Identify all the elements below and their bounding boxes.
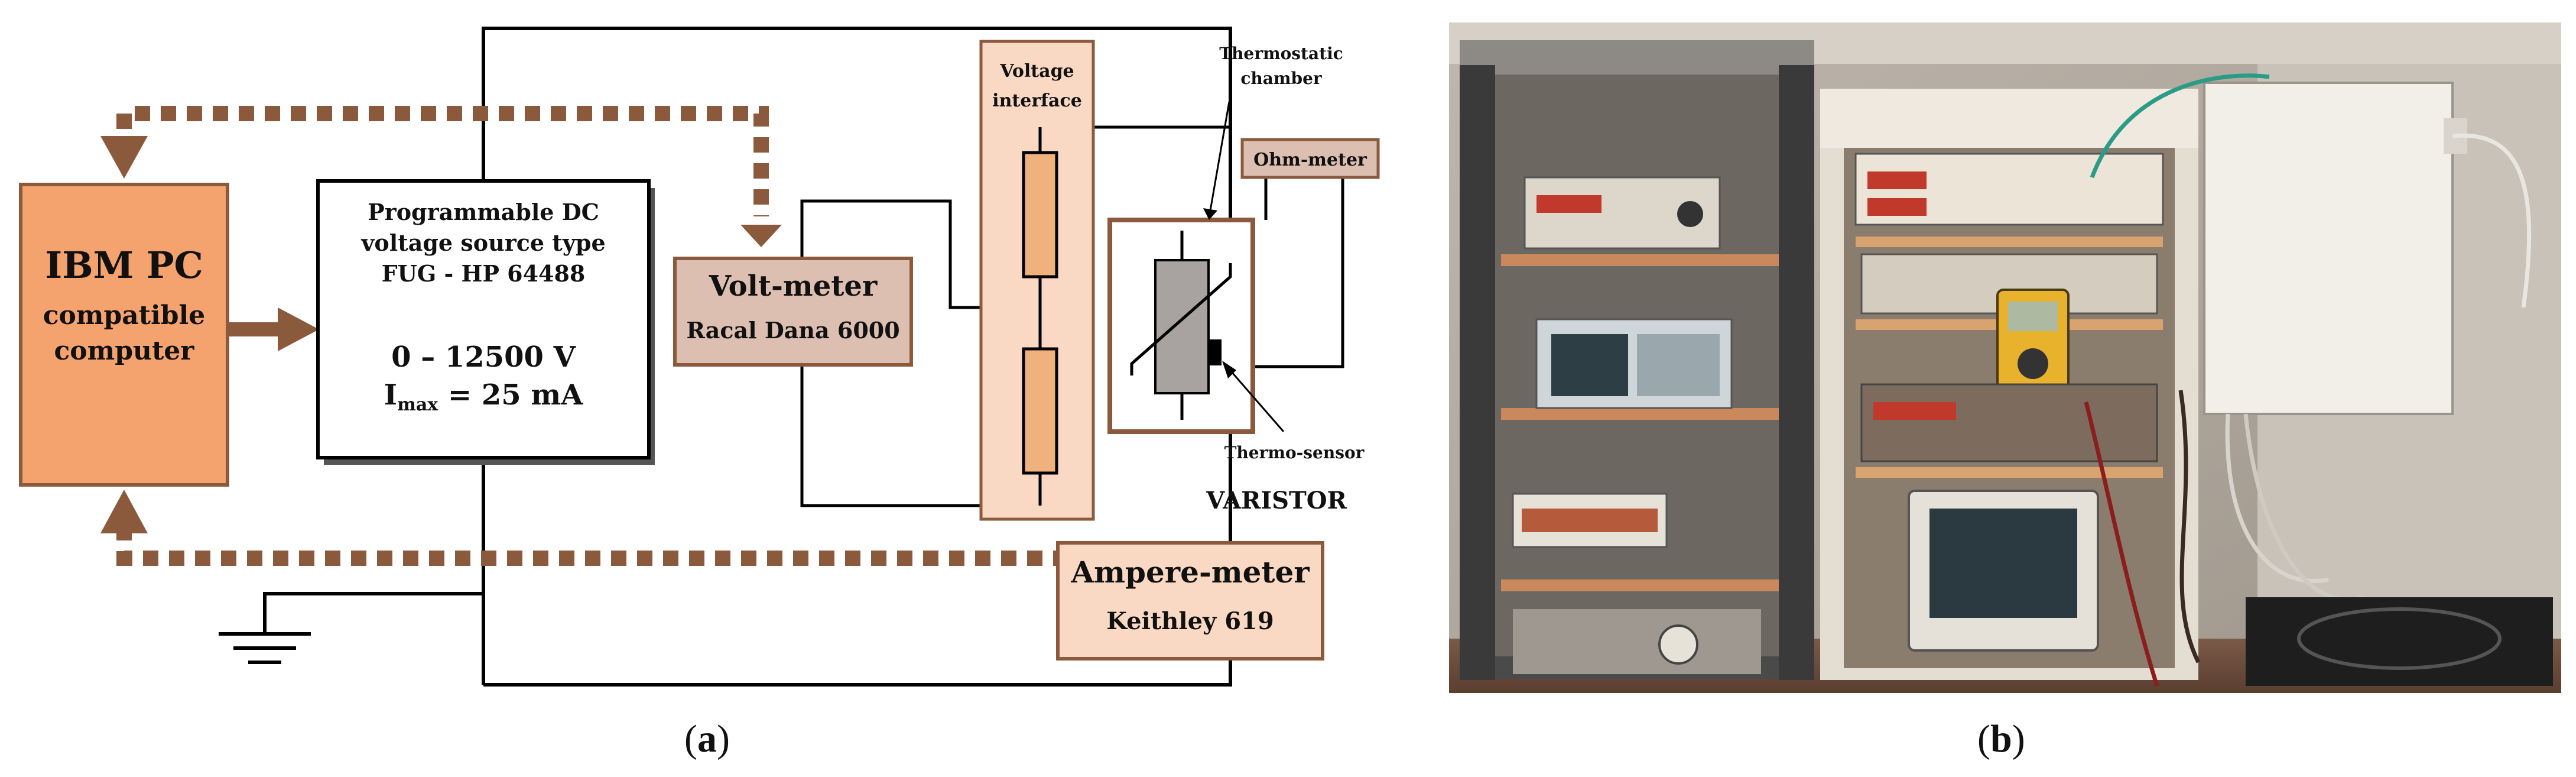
- chamber-label-line2: chamber: [1240, 69, 1323, 88]
- amperemeter-title: Ampere-meter: [1070, 555, 1310, 590]
- varistor-label: VARISTOR: [1206, 487, 1347, 514]
- source-line2: voltage source type: [360, 229, 605, 256]
- arrow-up-to-pc: [100, 490, 148, 533]
- panel-b-photo: [1449, 22, 2561, 693]
- pc-data-link-top: [116, 106, 769, 216]
- resistor-top: [1022, 151, 1058, 279]
- amperemeter-box: [1056, 541, 1324, 661]
- caption-b-close: ): [2012, 717, 2025, 760]
- ibm-pc-title: IBM PC: [45, 244, 203, 287]
- arrow-down-to-pc: [100, 136, 148, 179]
- panel-a-schematic: IBM PC compatible computer Programmable …: [19, 27, 1380, 687]
- source-line1: Programmable DC: [368, 199, 599, 225]
- right-rack: [1820, 89, 2198, 680]
- ohmmeter-box: [1240, 138, 1380, 179]
- voltmeter-title: Volt-meter: [709, 270, 878, 303]
- ground-symbol: [219, 592, 483, 664]
- ibm-pc-box: [19, 183, 229, 487]
- arrow-right-to-source: [278, 307, 319, 351]
- voltage-interface-line1: Voltage: [999, 61, 1074, 82]
- chamber-label-line1: Thermostatic: [1219, 44, 1343, 63]
- arrow-down-to-voltmeter: [740, 225, 782, 247]
- varistor-body: [1154, 259, 1210, 394]
- thermo-sensor-label: Thermo-sensor: [1224, 443, 1365, 462]
- varistor-symbol: [1130, 263, 1232, 375]
- source-range: 0 – 12500 V: [391, 341, 576, 374]
- left-rack: [1460, 40, 1814, 680]
- caption-b: (b): [1977, 717, 2025, 762]
- source-line3: FUG - HP 64488: [382, 260, 586, 287]
- pc-data-link-bottom: [116, 525, 1064, 566]
- source-imax: Imax = 25 mA: [384, 378, 583, 415]
- thermo-sensor-block: [1209, 339, 1222, 365]
- ohmmeter-title: Ohm-meter: [1253, 150, 1367, 170]
- ibm-pc-line1: compatible: [43, 300, 205, 331]
- ibm-pc-line2: computer: [54, 336, 195, 366]
- floor-device-ring: [2297, 607, 2502, 670]
- voltmeter-model: Racal Dana 6000: [686, 317, 899, 344]
- voltmeter-box: [673, 257, 913, 367]
- floor-device: [2246, 597, 2553, 686]
- chamber-pointer: [1209, 101, 1230, 211]
- caption-a: (a): [684, 717, 730, 762]
- thermo-sensor-pointer-head: [1222, 361, 1236, 378]
- amperemeter-model: Keithley 619: [1106, 607, 1274, 635]
- programmable-source-box: [316, 179, 651, 459]
- chamber-cabinet: [2203, 82, 2467, 415]
- caption-a-open: (: [684, 717, 697, 760]
- caption-a-close: ): [716, 717, 730, 760]
- caption-b-open: (: [1977, 717, 1990, 760]
- thermo-sensor-pointer: [1227, 367, 1285, 432]
- voltage-interface-line2: interface: [992, 90, 1082, 111]
- chamber-pointer-head: [1203, 208, 1217, 220]
- caption-a-letter: a: [697, 717, 717, 760]
- resistor-bottom: [1022, 347, 1058, 475]
- caption-b-letter: b: [1990, 717, 2012, 760]
